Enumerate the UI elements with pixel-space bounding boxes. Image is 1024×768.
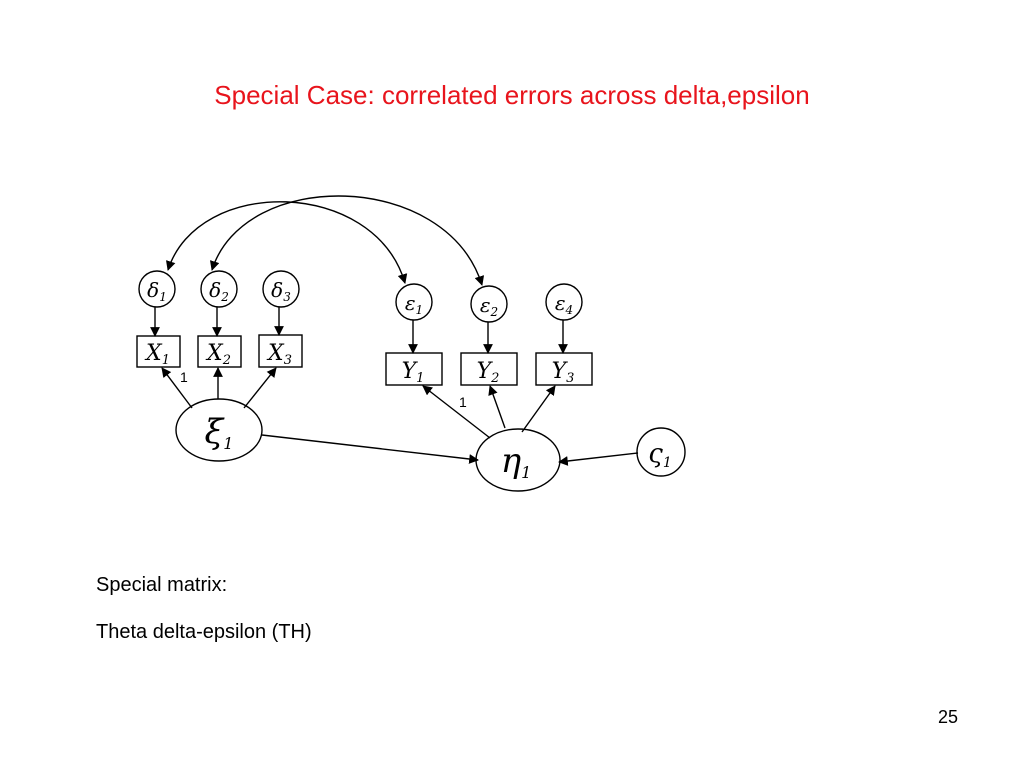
disturbance-zeta1-ellipse bbox=[636, 427, 686, 477]
latent-label-xi1: ξ1 bbox=[205, 412, 234, 453]
indicator-box-x3 bbox=[258, 334, 303, 368]
disturbance-label-zeta1: ς1 bbox=[648, 439, 671, 471]
error-circle-epsilon1 bbox=[395, 283, 433, 321]
loading-eta-y1 bbox=[422, 385, 491, 439]
fixed-loading-label-x: 1 bbox=[180, 369, 188, 385]
indicator-box-y2 bbox=[460, 352, 518, 386]
error-circle-epsilon4 bbox=[545, 283, 583, 321]
error-circle-epsilon2 bbox=[470, 285, 508, 323]
slide-title: Special Case: correlated errors across d… bbox=[214, 80, 810, 110]
loading-xi-x3 bbox=[243, 367, 277, 409]
covariance-arc-delta2-epsilon2 bbox=[209, 195, 485, 286]
error-label-epsilon1: ε1 bbox=[405, 291, 423, 317]
error-label-delta3: δ3 bbox=[271, 278, 291, 304]
indicator-box-x1 bbox=[136, 335, 181, 368]
error-circle-delta1 bbox=[138, 270, 176, 308]
latent-label-eta1: η1 bbox=[501, 441, 532, 482]
error-circle-delta2 bbox=[200, 270, 238, 308]
structural-path-xi-eta bbox=[261, 434, 479, 464]
latent-xi1-ellipse bbox=[175, 398, 263, 462]
indicator-label-x3: X3 bbox=[266, 341, 292, 368]
indicator-label-x2: X2 bbox=[205, 341, 231, 368]
loading-xi-x1 bbox=[161, 367, 193, 409]
indicator-label-y1: Y1 bbox=[402, 359, 425, 386]
loading-eta-y2 bbox=[488, 385, 506, 429]
error-label-delta2: δ2 bbox=[209, 278, 229, 304]
error-circle-delta3 bbox=[262, 270, 300, 308]
indicator-box-y1 bbox=[385, 352, 443, 386]
indicator-label-y2: Y2 bbox=[477, 359, 500, 386]
body-text-special-matrix: Special matrix: bbox=[96, 574, 228, 596]
covariance-arc-delta1-epsilon1 bbox=[166, 201, 408, 284]
indicator-box-x2 bbox=[197, 335, 242, 368]
error-label-epsilon4: ε4 bbox=[555, 291, 573, 317]
indicator-label-y3: Y3 bbox=[552, 359, 575, 386]
indicator-box-y3 bbox=[535, 352, 593, 386]
body-text-theta-delta-epsilon: Theta delta-epsilon (TH) bbox=[96, 621, 312, 643]
error-label-delta1: δ1 bbox=[147, 278, 167, 304]
indicator-label-x1: X1 bbox=[144, 341, 170, 368]
fixed-loading-label-y: 1 bbox=[459, 394, 467, 410]
page-number: 25 bbox=[937, 707, 959, 727]
error-label-epsilon2: ε2 bbox=[480, 293, 498, 319]
loading-eta-y3 bbox=[521, 385, 556, 433]
latent-eta1-ellipse bbox=[475, 428, 561, 492]
disturbance-path-zeta-eta bbox=[558, 452, 639, 466]
